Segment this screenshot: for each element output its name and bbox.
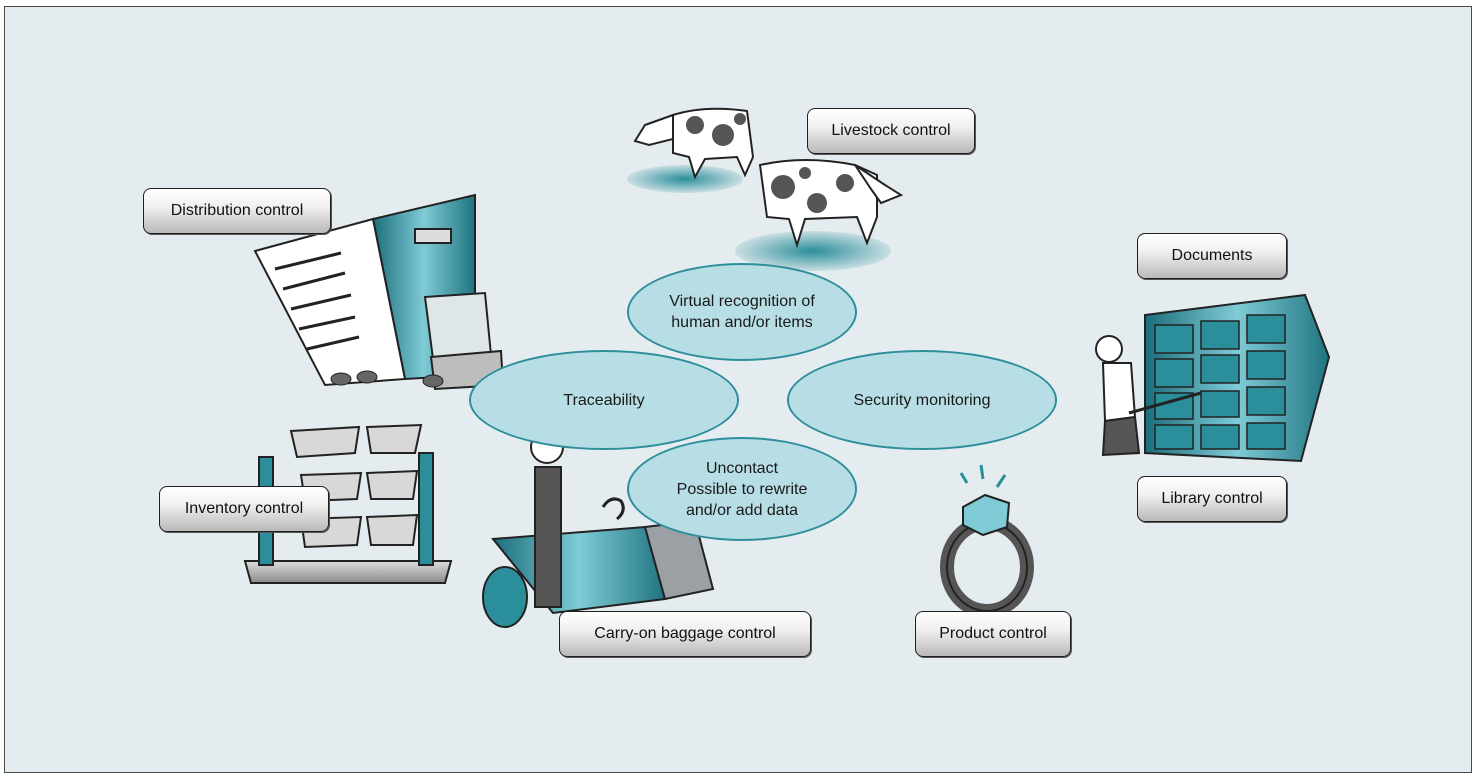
livestock-control-label: Livestock control [807, 108, 975, 154]
ellipse-text-line: and/or add data [685, 501, 799, 519]
uncontact-ellipse: Uncontact Possible to rewrite and/or add… [627, 437, 857, 541]
product-control-label: Product control [915, 611, 1071, 657]
ellipse-text-line: Virtual recognition of [669, 293, 815, 310]
security-monitoring-ellipse: Security monitoring [787, 350, 1057, 450]
distribution-control-label: Distribution control [143, 188, 331, 234]
traceability-ellipse: Traceability [469, 350, 739, 450]
shelf-rack-icon [243, 423, 453, 584]
ellipse-text: Traceability [563, 391, 645, 409]
illustrations [243, 107, 1331, 628]
ellipse-text: Security monitoring [853, 391, 991, 409]
bookshelf-icon [1144, 293, 1331, 463]
airport-counter-icon [482, 430, 715, 628]
carry-on-baggage-control-label: Carry-on baggage control [559, 611, 811, 657]
ellipse-text-line: Possible to rewrite [676, 480, 808, 498]
ellipse-text-line: human and/or items [671, 314, 813, 331]
ellipse-text-line: Uncontact [705, 459, 779, 477]
documents-label: Documents [1137, 233, 1287, 279]
ring-icon [940, 464, 1034, 618]
diagram-frame: Virtual recognition of human and/or item… [4, 6, 1472, 773]
virtual-recognition-ellipse: Virtual recognition of human and/or item… [627, 263, 857, 361]
library-control-label: Library control [1137, 476, 1287, 522]
librarian-icon [1095, 335, 1202, 457]
cow-icon [627, 107, 904, 271]
inventory-control-label: Inventory control [159, 486, 329, 532]
